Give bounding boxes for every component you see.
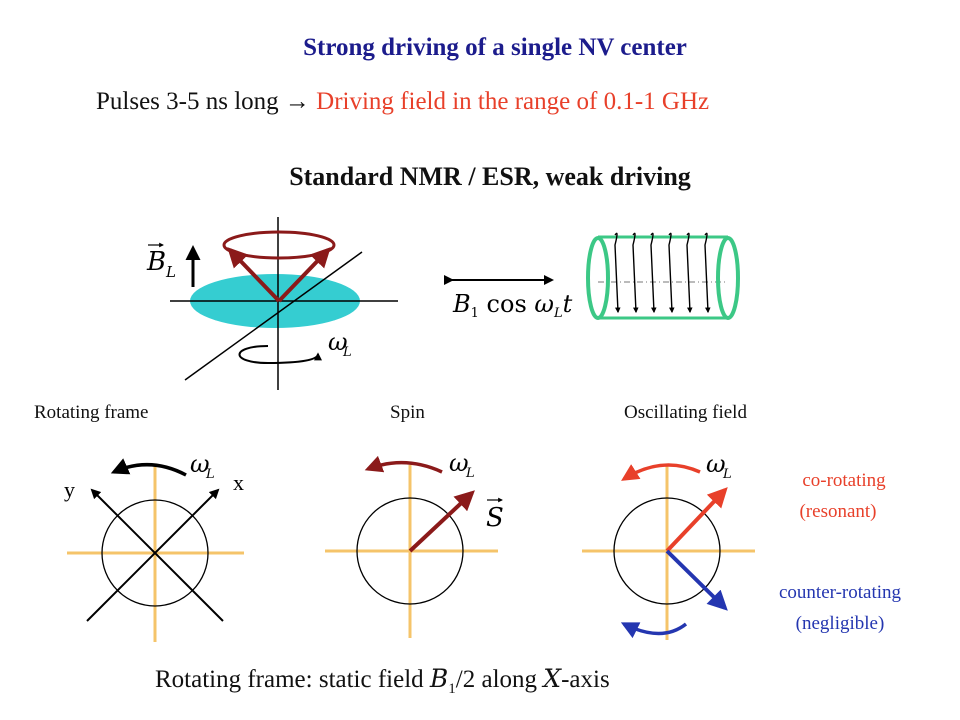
conclusion-b-sub: 1	[448, 681, 456, 697]
coil-diagram	[586, 232, 740, 320]
counter-rotating-vector	[665, 549, 728, 611]
field-expr-t: t	[563, 290, 573, 318]
spin-omega-symbol: ω	[449, 449, 469, 477]
driving-field-link: B1 cos ωLt	[444, 275, 573, 321]
label-spin: Spin	[390, 402, 425, 423]
coil-winding	[632, 232, 639, 314]
driving-field-range: Driving field in the range of 0.1-1 GHz	[316, 88, 710, 115]
pulses-prefix: Pulses 3-5 ns long →	[96, 88, 317, 115]
precession-diagonal-axis	[184, 251, 363, 381]
spin-rotation-arrow	[364, 455, 443, 474]
resonant-label: (resonant)	[799, 501, 877, 522]
coil-winding	[668, 232, 675, 314]
rotating-frame-conclusion: Rotating frame: static field B1/2 along …	[155, 664, 610, 698]
conclusion-b: B	[429, 664, 449, 693]
frame-omega-symbol: ω	[190, 450, 210, 478]
rotation-arrow	[238, 345, 322, 365]
label-oscillating-field: Oscillating field	[624, 402, 747, 423]
b-field-subscript: L	[165, 263, 176, 281]
spin-symbol: S	[486, 503, 504, 533]
counter-rotating-label: counter-rotating	[778, 582, 901, 603]
x-axis-label: x	[233, 470, 244, 495]
conclusion-x: X	[543, 664, 562, 693]
oscillating-field-diagram: ω L	[582, 450, 755, 640]
field-expr-b: B	[452, 290, 471, 318]
field-expr-sub2: L	[553, 306, 563, 321]
coil-winding	[686, 232, 693, 314]
larmor-omega-subscript: L	[342, 345, 352, 360]
spin-vector-arrow	[408, 490, 475, 553]
y-axis-label: y	[64, 477, 75, 502]
pulses-statement: Pulses 3-5 ns long → Driving field in th…	[96, 88, 709, 116]
field-expr-cos: cos	[479, 290, 534, 318]
larmor-omega-symbol: ω	[328, 328, 348, 356]
conclusion-mid: /2 along	[455, 666, 544, 693]
precession-cone-rim	[222, 230, 336, 260]
spin-diagram: ω L S	[325, 449, 504, 638]
frame-rotation-arrow	[110, 458, 187, 477]
osc-omega-subscript: L	[722, 467, 732, 482]
slide-title: Strong driving of a single NV center	[303, 34, 687, 61]
coil-winding	[650, 232, 657, 314]
co-rotating-vector	[665, 487, 728, 553]
rotating-frame-diagram: y x ω L	[64, 450, 244, 642]
label-rotating-frame: Rotating frame	[34, 402, 149, 423]
section-heading: Standard NMR / ESR, weak driving	[289, 162, 691, 191]
b-field-symbol: B	[146, 247, 166, 277]
precession-diagram: B L ω L	[146, 217, 398, 390]
field-expression: B1 cos ωLt	[452, 290, 573, 321]
coil-windings	[614, 232, 711, 314]
coil-winding	[704, 232, 711, 314]
frame-circle	[101, 499, 209, 607]
x-axis-arrow	[86, 488, 220, 622]
conclusion-suffix: -axis	[561, 666, 610, 693]
coil-winding	[614, 232, 621, 314]
field-expr-omega: ω	[534, 290, 554, 318]
counter-rotating-arrow	[620, 622, 688, 639]
spin-arrow-left	[227, 247, 281, 303]
coil-left-ring	[586, 236, 610, 320]
negligible-label: (negligible)	[795, 613, 885, 634]
spin-arrow-right	[277, 247, 331, 303]
osc-omega-symbol: ω	[706, 450, 726, 478]
frame-omega-subscript: L	[205, 467, 215, 482]
co-rotating-arrow	[621, 463, 701, 481]
y-axis-arrow	[90, 488, 224, 622]
field-expr-sub1: 1	[471, 306, 479, 321]
osc-circle	[613, 497, 721, 605]
conclusion-prefix: Rotating frame: static field	[155, 666, 430, 693]
spin-circle	[356, 497, 464, 605]
co-rotating-label: co-rotating	[802, 470, 886, 491]
coil-right-ring	[716, 236, 740, 320]
spin-omega-subscript: L	[465, 466, 475, 481]
